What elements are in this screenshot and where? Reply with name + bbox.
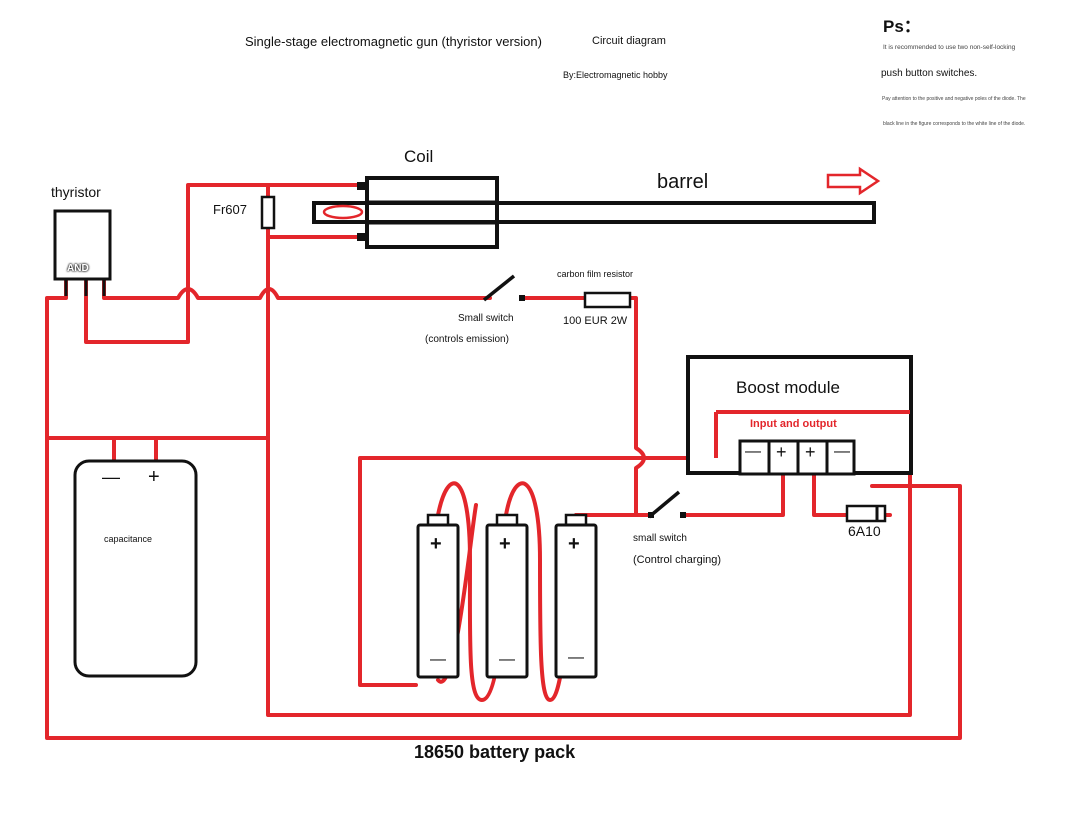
terminal-label-1: — bbox=[745, 443, 761, 460]
terminal-label-4: — bbox=[834, 443, 850, 460]
carbon-film-resistor bbox=[583, 291, 632, 309]
fr607-diode bbox=[260, 195, 276, 230]
wire-resistor-down bbox=[628, 296, 652, 517]
switch-emission-label: Small switch bbox=[458, 313, 514, 324]
capacitor-neg-label: — bbox=[102, 467, 120, 487]
barrel-tube bbox=[312, 201, 876, 224]
notes-line-3: Pay attention to the positive and negati… bbox=[882, 96, 1026, 102]
barrel-label: barrel bbox=[657, 171, 709, 193]
terminal-label-2: + bbox=[776, 442, 787, 462]
diagram-title: Single-stage electromagnetic gun (thyris… bbox=[245, 34, 542, 49]
wire-thyristor-right bbox=[102, 276, 492, 300]
diagram-byline: By:Electromagnetic hobby bbox=[563, 70, 668, 80]
switch-emission bbox=[482, 274, 525, 302]
arrow-icon bbox=[826, 166, 881, 196]
fr607-label: Fr607 bbox=[213, 202, 247, 217]
wire-module-neg bbox=[358, 456, 746, 687]
notes-line-2: push button switches. bbox=[881, 68, 978, 79]
wire-charge-switch bbox=[681, 457, 785, 517]
switch-charge bbox=[647, 490, 686, 519]
coil-label: Coil bbox=[404, 147, 434, 166]
diagram-subtitle: Circuit diagram bbox=[592, 35, 666, 47]
projectile bbox=[322, 204, 364, 220]
capacitor-label: capacitance bbox=[104, 534, 153, 544]
battery-pack-label: 18650 battery pack bbox=[414, 742, 576, 762]
cell-1-pos: + bbox=[430, 533, 442, 555]
coil bbox=[357, 176, 499, 249]
thyristor bbox=[53, 209, 112, 296]
notes-panel bbox=[868, 6, 1064, 130]
capacitor bbox=[73, 459, 198, 678]
switch-charge-note: (Control charging) bbox=[633, 554, 722, 566]
cell-2-pos: + bbox=[499, 533, 511, 555]
cell-2-neg: — bbox=[499, 651, 515, 668]
switch-charge-label: small switch bbox=[633, 533, 687, 544]
wire-fr607-bottom bbox=[266, 226, 359, 239]
capacitor-pos-label: + bbox=[148, 466, 160, 488]
battery-cell-2 bbox=[485, 513, 529, 679]
battery-cell-1 bbox=[416, 513, 460, 679]
diode-6a10 bbox=[845, 504, 887, 523]
cell-1-neg: — bbox=[430, 651, 446, 668]
cell-3-neg: — bbox=[568, 649, 584, 666]
terminal-label-3: + bbox=[805, 442, 816, 462]
cell-3-pos: + bbox=[568, 533, 580, 555]
resistor-value: 100 EUR 2W bbox=[563, 315, 628, 327]
battery-cell-3 bbox=[554, 513, 598, 679]
wire-thyristor-gate bbox=[84, 183, 359, 344]
boost-module bbox=[686, 355, 913, 476]
diode-6a10-label: 6A10 bbox=[848, 523, 881, 539]
switch-emission-note: (controls emission) bbox=[425, 334, 509, 345]
notes-line-4: black line in the figure corresponds to … bbox=[883, 121, 1026, 127]
notes-line-1: It is recommended to use two non-self-lo… bbox=[883, 44, 1016, 51]
resistor-caption: carbon film resistor bbox=[557, 269, 634, 279]
wire-helix-back bbox=[436, 503, 478, 684]
wire-module-plus2 bbox=[812, 457, 850, 517]
notes-heading: Ps： bbox=[883, 17, 921, 36]
wire-thyristor-left bbox=[45, 276, 962, 740]
thyristor-label: thyristor bbox=[51, 184, 101, 200]
boost-module-io-label: Input and output bbox=[750, 418, 837, 430]
boost-module-title: Boost module bbox=[736, 378, 840, 397]
thyristor-marking: AND bbox=[67, 263, 89, 274]
